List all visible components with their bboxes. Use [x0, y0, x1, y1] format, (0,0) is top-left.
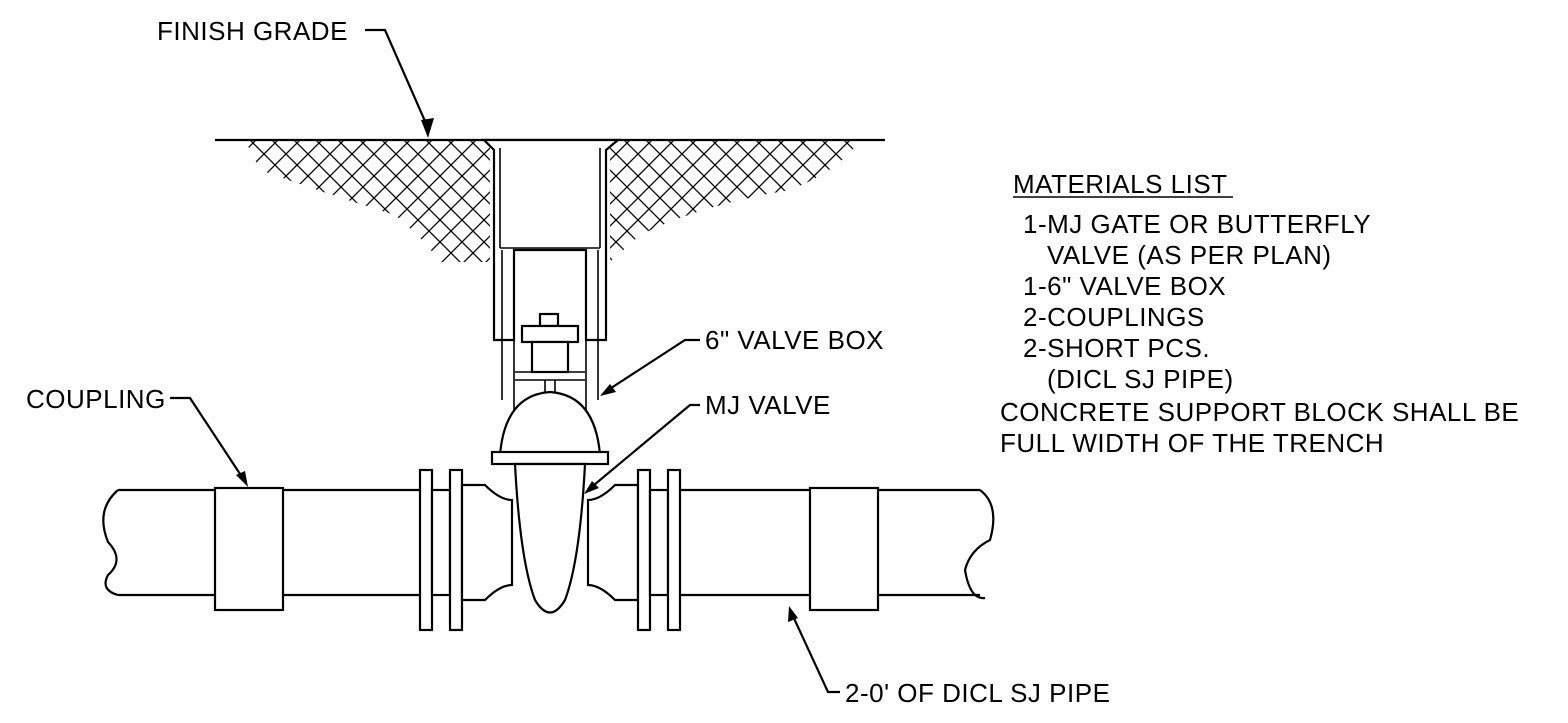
materials-item: (DICL SJ PIPE) — [1047, 364, 1234, 394]
finish-grade-label: FINISH GRADE — [157, 16, 348, 46]
materials-item: VALVE (AS PER PLAN) — [1047, 240, 1332, 270]
pipe-left — [102, 486, 420, 612]
materials-item: 1-MJ GATE OR BUTTERFLY — [1023, 209, 1371, 239]
pipe-right — [680, 486, 995, 612]
soil-hatch — [245, 140, 860, 262]
materials-item: 2-SHORT PCS. — [1023, 333, 1210, 363]
materials-title: MATERIALS LIST — [1013, 169, 1228, 199]
materials-item: 1-6" VALVE BOX — [1023, 271, 1226, 301]
materials-list: MATERIALS LIST 1-MJ GATE OR BUTTERFLY VA… — [1000, 169, 1519, 458]
operating-nut — [515, 312, 585, 405]
mj-valve-body — [490, 390, 610, 614]
coupling-label: COUPLING — [26, 384, 166, 414]
pipe-label: 2-0' OF DICL SJ PIPE — [845, 678, 1110, 708]
materials-item: FULL WIDTH OF THE TRENCH — [1000, 428, 1384, 458]
valve-box — [481, 138, 622, 440]
materials-item: 2-COUPLINGS — [1023, 302, 1205, 332]
materials-item: CONCRETE SUPPORT BLOCK SHALL BE — [1000, 397, 1519, 427]
left-flanges — [418, 468, 514, 632]
valve-box-label: 6" VALVE BOX — [705, 325, 884, 355]
right-flanges — [586, 468, 682, 632]
leaders — [170, 28, 840, 694]
mj-valve-label: MJ VALVE — [705, 390, 831, 420]
